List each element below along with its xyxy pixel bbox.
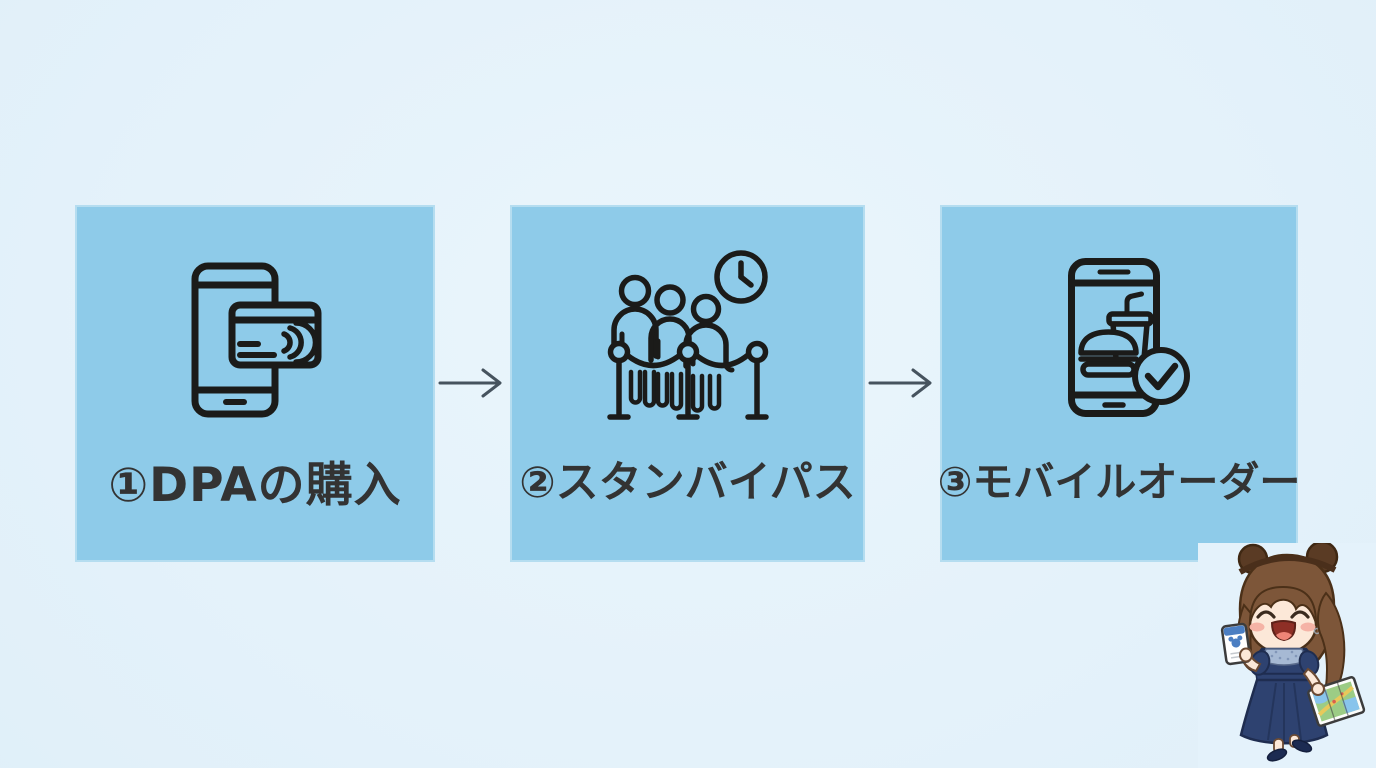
check-circle-icon	[1132, 347, 1190, 405]
mascot-legs	[1266, 734, 1313, 762]
queue-people-clock-icon	[607, 250, 769, 420]
closed-eye	[1290, 610, 1310, 619]
mascot-face	[1248, 585, 1321, 655]
mascot-hand	[1311, 682, 1325, 696]
rope-barrier-icon	[607, 340, 769, 420]
closed-eye	[1256, 610, 1276, 619]
step-label-2: ②スタンバイパス	[519, 458, 856, 508]
arrow-right-icon	[868, 368, 932, 398]
contactless-wave-icon	[281, 320, 319, 365]
burger-icon	[1078, 329, 1139, 378]
clock-icon	[714, 250, 768, 304]
step-label-3: ③モバイルオーダー	[937, 458, 1301, 506]
mascot-dress	[1239, 647, 1329, 745]
chibi-girl-mouse-ears-mascot	[1220, 540, 1366, 762]
mobile-food-order-check-icon	[1068, 258, 1190, 417]
phone-outline	[1068, 258, 1160, 417]
step-box-mobile-order: ③モバイルオーダー	[937, 205, 1301, 562]
step-box-dpa-purchase: ①DPAの購入	[75, 205, 435, 562]
queue-people	[611, 274, 735, 413]
mascot-hand	[1239, 647, 1253, 663]
mascot-backdrop	[1198, 540, 1376, 768]
smartphone-contactless-payment-icon	[191, 262, 322, 418]
step-label-1: ①DPAの購入	[108, 458, 402, 513]
arrow-right-icon	[438, 368, 502, 398]
step-box-standby-pass: ②スタンバイパス	[510, 205, 865, 562]
